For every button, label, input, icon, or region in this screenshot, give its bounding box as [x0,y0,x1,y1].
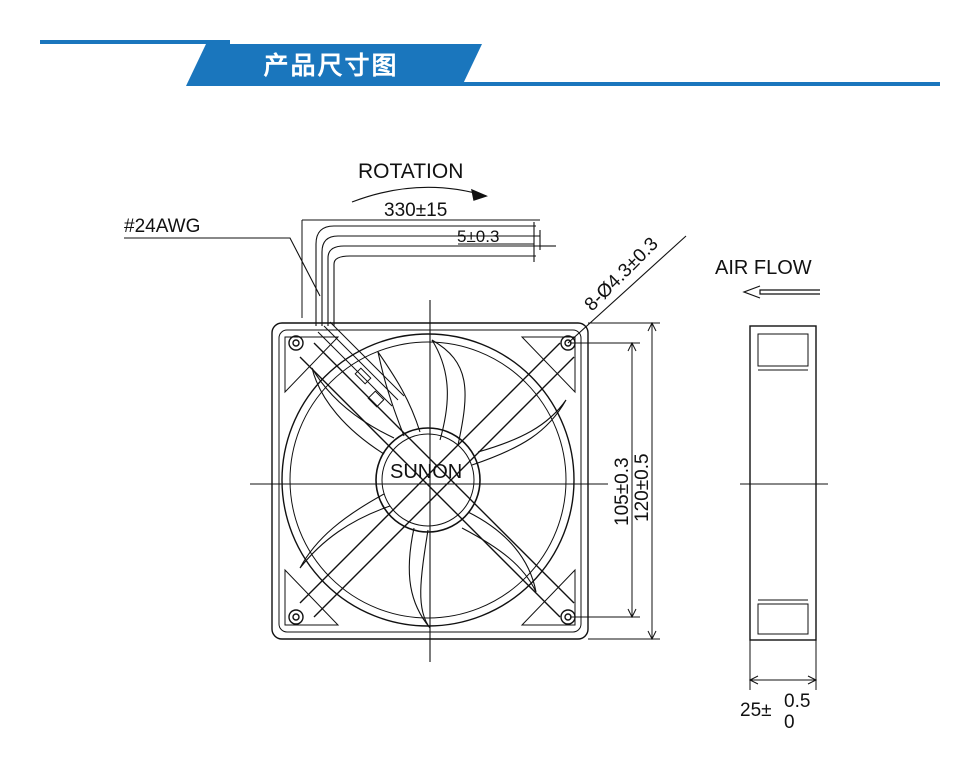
mount-holes-label: 8-Ø4.3±0.3 [581,234,663,316]
fan-venturi-inner [289,341,567,619]
header-rule-right [462,82,940,86]
fan-blades [299,339,567,629]
depth-plus-tolerance: 0.5 [784,691,810,712]
rotation-arrow [351,186,487,203]
header-banner [40,40,940,86]
size-dimensions [570,321,660,641]
depth-label: 25± [740,700,772,721]
lead-channel [317,321,405,408]
fan-struts [299,342,575,618]
rotation-arrowhead [471,188,488,201]
fan-hub-outer [375,427,481,533]
hole-spacing-label: 105±0.3 [612,457,633,526]
header-tab [186,44,482,86]
depth-minus-tolerance: 0 [784,712,795,733]
header-rule-left [40,40,230,44]
fan-hub-inner [381,433,475,527]
center-lines [250,300,608,662]
section-header: 产品尺寸图 [0,0,980,100]
wire-gauge-label: #24AWG [124,216,200,237]
fan-side-view [740,325,828,690]
lead-wires [315,222,556,326]
brand-label: SUNON [390,461,462,483]
rotation-label: ROTATION [358,160,463,183]
section-title: 产品尺寸图 [263,51,399,80]
hole-leader [567,235,687,344]
frame-size-label: 120±0.5 [632,453,653,522]
awg-leader [124,237,321,297]
strip-length-label: 5±0.3 [457,227,499,246]
lead-length-label: 330±15 [384,200,447,221]
corner-pads [284,336,576,626]
air-flow-arrow [742,285,820,299]
air-flow-label: AIR FLOW [715,257,812,279]
